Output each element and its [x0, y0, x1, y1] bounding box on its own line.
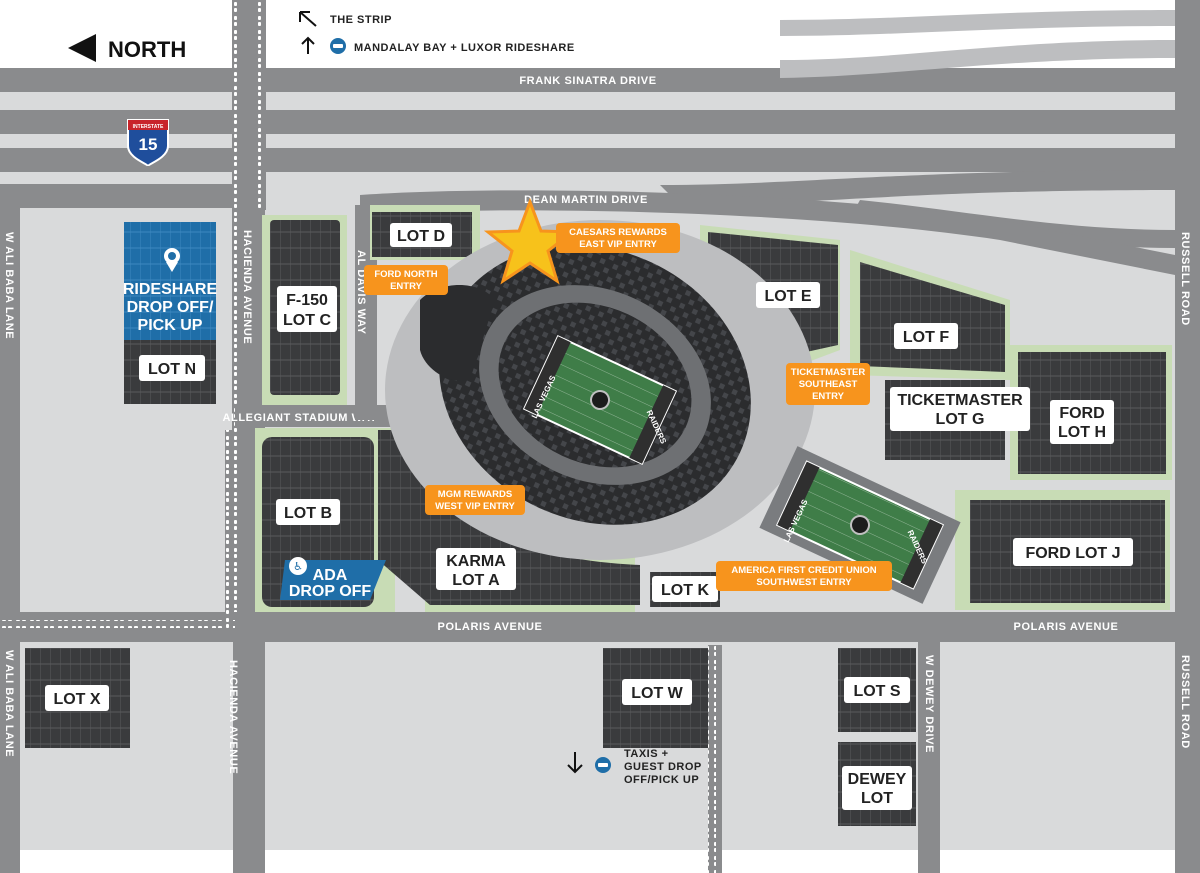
- frank-sinatra-label: FRANK SINATRA DRIVE: [519, 75, 656, 87]
- rideshare-sign: RIDESHARE DROP OFF/ PICK UP: [123, 248, 218, 334]
- lot-g-label-1: TICKETMASTER: [897, 392, 1023, 409]
- ali-baba-upper-label: W ALI BABA LANE: [3, 232, 15, 339]
- svg-text:♿: ♿: [293, 560, 303, 573]
- dean-martin-label: DEAN MARTIN DRIVE: [524, 194, 648, 206]
- rideshare-line-1: RIDESHARE: [123, 281, 218, 298]
- dewey-lot-label-2: LOT: [861, 790, 893, 807]
- hacienda-walkway: [232, 0, 240, 630]
- wheelchair-icon: [289, 557, 307, 575]
- lot-h-label-2: LOT H: [1058, 424, 1106, 441]
- svg-text:FORD NORTH: FORD NORTH: [374, 269, 437, 280]
- ford-north-entry-sign: [364, 265, 448, 295]
- rideshare-line-3: PICK UP: [138, 317, 203, 334]
- north-indicator: NORTH: [68, 34, 186, 62]
- lot-x-label: LOT X: [53, 691, 100, 708]
- taxis-direction: TAXIS + GUEST DROP OFF/PICK UP: [567, 748, 702, 786]
- taxis-line-3: OFF/PICK UP: [624, 774, 699, 786]
- svg-text:WEST VIP ENTRY: WEST VIP ENTRY: [435, 501, 515, 512]
- ali-baba-lower-label: W ALI BABA LANE: [3, 650, 15, 757]
- lot-labels: LOT D F-150 LOT C LOT E LOT F TICKETMAST…: [45, 223, 1133, 810]
- dewey-road: [918, 630, 940, 873]
- svg-text:TICKETMASTER: TICKETMASTER: [791, 367, 866, 378]
- lot-b-label: LOT B: [284, 505, 332, 522]
- stadium-field: [522, 334, 678, 466]
- lot-c-label-2: LOT C: [283, 312, 331, 329]
- interstate-15-shield: INTERSTATE 15: [127, 119, 169, 167]
- dewey-label: W DEWEY DRIVE: [923, 655, 935, 753]
- russell-lower-label: RUSSELL ROAD: [1179, 655, 1191, 749]
- interstate-number: 15: [139, 135, 158, 154]
- lot-c-label-1: F-150: [286, 292, 328, 309]
- svg-text:AMERICA FIRST CREDIT UNION: AMERICA FIRST CREDIT UNION: [731, 565, 876, 576]
- mandalay-label: MANDALAY BAY + LUXOR RIDESHARE: [354, 42, 575, 54]
- russell-road: [1175, 0, 1200, 873]
- polaris-right-label: POLARIS AVENUE: [1014, 621, 1119, 633]
- svg-text:INTERSTATE: INTERSTATE: [133, 124, 164, 130]
- ada-line-2: DROP OFF: [289, 583, 372, 600]
- arrow-up-icon: [301, 36, 315, 54]
- hacienda-lower-label: HACIENDA AVENUE: [227, 660, 239, 774]
- allegiant-road: [235, 405, 425, 427]
- lot-n-label: LOT N: [148, 361, 196, 378]
- svg-text:CAESARS REWARDS: CAESARS REWARDS: [569, 227, 667, 238]
- raiders-shield-icon: [590, 390, 610, 410]
- svg-text:SOUTHEAST: SOUTHEAST: [799, 379, 858, 390]
- polaris-left-label: POLARIS AVENUE: [438, 621, 543, 633]
- afcu-entry-sign: [716, 561, 892, 591]
- practice-field: [759, 446, 961, 604]
- lot-a-label-1: KARMA: [446, 553, 506, 570]
- mgm-entry-sign: [425, 485, 525, 515]
- svg-text:ENTRY: ENTRY: [812, 391, 845, 402]
- russell-upper-label: RUSSELL ROAD: [1179, 232, 1191, 326]
- lot-j-label: FORD LOT J: [1025, 545, 1120, 562]
- ticketmaster-entry-sign: [786, 363, 870, 405]
- rideshare-line-2: DROP OFF/: [127, 299, 214, 316]
- entry-signs: CAESARS REWARDS EAST VIP ENTRY FORD NORT…: [364, 223, 892, 591]
- ada-line-1: ADA: [313, 567, 348, 584]
- lot-a-label-2: LOT A: [452, 572, 500, 589]
- raiders-shield-icon: [850, 515, 870, 535]
- lot-g-label-2: LOT G: [936, 411, 985, 428]
- strip-direction: THE STRIP: [299, 11, 392, 27]
- arrow-up-left-icon: [299, 11, 317, 27]
- stadium: LAS VEGAS RAIDERS: [385, 220, 815, 560]
- lot-e-label: LOT E: [764, 288, 811, 305]
- bottom-band: [0, 850, 1200, 873]
- allegiant-label: ALLEGIANT STADIUM WAY: [223, 412, 378, 424]
- svg-text:MGM REWARDS: MGM REWARDS: [438, 489, 512, 500]
- lot-k-label: LOT K: [661, 582, 709, 599]
- lot-s-label: LOT S: [853, 683, 900, 700]
- arrow-down-icon: [567, 752, 583, 774]
- svg-text:ENTRY: ENTRY: [390, 281, 423, 292]
- svg-text:SOUTHWEST ENTRY: SOUTHWEST ENTRY: [756, 577, 852, 588]
- taxis-line-2: GUEST DROP: [624, 761, 702, 773]
- strip-label: THE STRIP: [330, 14, 392, 26]
- svg-text:EAST VIP ENTRY: EAST VIP ENTRY: [579, 239, 657, 250]
- north-canopy: [420, 285, 495, 381]
- north-label: NORTH: [108, 37, 186, 62]
- dean-martin-road: [360, 190, 1175, 275]
- dewey-lot-label-1: DEWEY: [848, 771, 907, 788]
- ali-baba-road: [0, 205, 20, 873]
- lot-h-label-1: FORD: [1059, 405, 1104, 422]
- hacienda-upper-label: HACIENDA AVENUE: [241, 230, 253, 344]
- taxis-line-1: TAXIS +: [624, 748, 669, 760]
- lot-w-label: LOT W: [631, 685, 683, 702]
- mandalay-direction: MANDALAY BAY + LUXOR RIDESHARE: [301, 36, 575, 54]
- ada-sign: ♿ ADA DROP OFF: [280, 557, 386, 600]
- lot-d-label: LOT D: [397, 228, 445, 245]
- caesars-entry-sign: [556, 223, 680, 253]
- lot-f-label: LOT F: [903, 329, 949, 346]
